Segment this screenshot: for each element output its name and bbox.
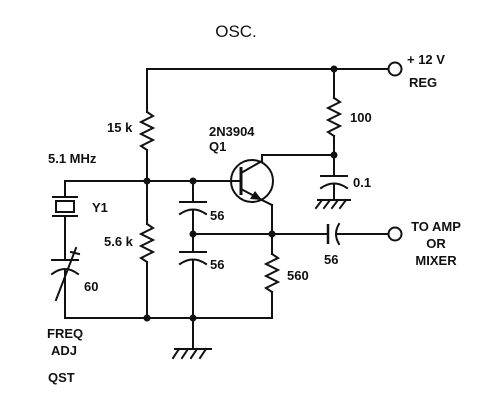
base-bias-wire <box>64 177 233 185</box>
supply-rail <box>146 65 389 73</box>
resistor-560 <box>263 233 281 319</box>
capacitor-56-upper-label: 56 <box>210 208 224 223</box>
capacitor-0-1-bypass <box>319 154 349 201</box>
ground-symbol <box>171 347 212 360</box>
output-terminal <box>387 226 403 242</box>
freq-adj-label-line2: ADJ <box>51 343 77 358</box>
capacitor-56-output-label: 56 <box>324 252 338 267</box>
resistor-100-label: 100 <box>350 110 372 125</box>
collector-wire <box>261 151 338 159</box>
transistor-part-label: 2N3904 <box>209 124 255 139</box>
schematic-title: OSC. <box>215 22 257 41</box>
resistor-100 <box>325 68 343 156</box>
trimmer-value-label: 60 <box>84 279 98 294</box>
resistor-15k <box>138 68 156 182</box>
resistor-15k-label: 15 k <box>107 120 133 135</box>
resistor-560-label: 560 <box>287 268 309 283</box>
capacitor-56-upper <box>178 180 208 235</box>
source-credit: QST <box>48 370 75 385</box>
output-label-line2: OR <box>426 236 446 251</box>
bypass-ground-symbol <box>314 198 351 210</box>
crystal-y1 <box>52 180 78 261</box>
resistor-5-6k-label: 5.6 k <box>104 234 134 249</box>
output-label-line1: TO AMP <box>411 219 461 234</box>
freq-adj-label-line1: FREQ <box>47 326 83 341</box>
transistor-ref-label: Q1 <box>209 139 226 154</box>
capacitor-0-1-label: 0.1 <box>353 175 371 190</box>
supply-voltage-label: + 12 V <box>407 52 445 67</box>
resistor-5-6k <box>138 180 156 319</box>
trimmer-capacitor <box>50 246 81 319</box>
output-label-line3: MIXER <box>415 253 457 268</box>
supply-reg-label: REG <box>409 75 437 90</box>
capacitor-56-output <box>326 222 389 246</box>
capacitor-56-lower-label: 56 <box>210 257 224 272</box>
capacitor-56-lower <box>178 233 208 319</box>
supply-terminal <box>387 61 403 77</box>
crystal-ref-label: Y1 <box>92 200 108 215</box>
crystal-frequency-label: 5.1 MHz <box>48 151 97 166</box>
emitter-node-wire <box>189 230 329 238</box>
transistor-q1 <box>230 154 274 235</box>
ground-rail <box>64 314 273 350</box>
